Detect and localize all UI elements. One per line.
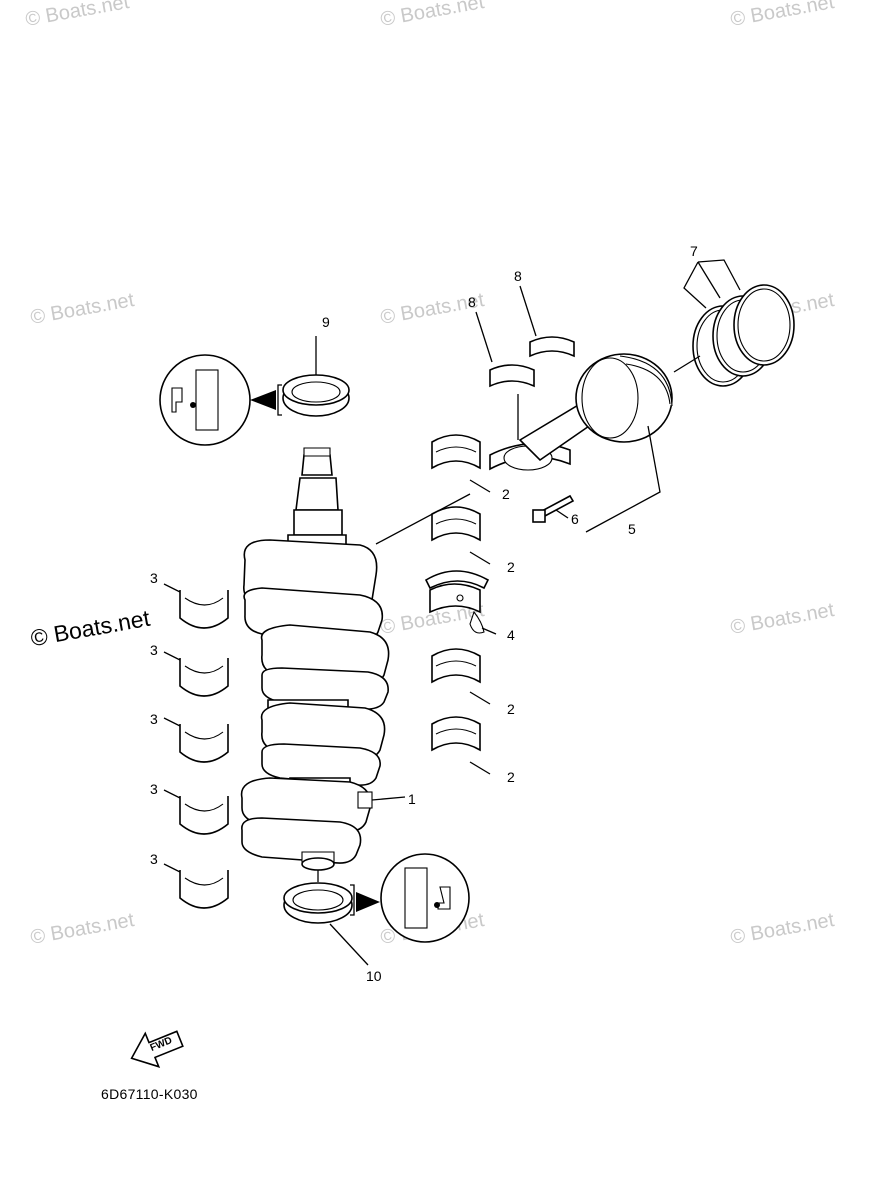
callout-main-bearing-upper: 2 bbox=[502, 486, 510, 502]
callout-piston-rings: 7 bbox=[690, 243, 698, 259]
callout-main-bearing-lower: 3 bbox=[150, 851, 158, 867]
callout-main-bearing-lower: 3 bbox=[150, 781, 158, 797]
rod-bolt bbox=[532, 494, 575, 523]
oil-seal-bottom bbox=[283, 870, 369, 966]
piston-rings bbox=[673, 259, 795, 387]
callout-crankshaft: 1 bbox=[408, 791, 416, 807]
fwd-arrow-icon bbox=[130, 1030, 184, 1068]
connecting-rod-assy bbox=[489, 353, 673, 533]
callout-oil-seal-bottom: 10 bbox=[366, 968, 382, 984]
oil-seal-top bbox=[282, 336, 350, 417]
callout-main-bearing-upper: 2 bbox=[507, 701, 515, 717]
crankshaft bbox=[240, 447, 406, 871]
callout-main-bearing-upper: 2 bbox=[507, 769, 515, 785]
main-bearing-upper-set bbox=[375, 434, 491, 775]
rod-bearing-set bbox=[475, 285, 575, 440]
main-bearing-lower-set bbox=[163, 583, 229, 909]
callout-main-bearing-lower: 3 bbox=[150, 711, 158, 727]
callout-rod-bolt: 6 bbox=[571, 511, 579, 527]
drawing-code: 6D67110-K030 bbox=[101, 1086, 198, 1102]
thrust-bearing bbox=[424, 570, 497, 635]
callout-rod-bearing: 8 bbox=[468, 294, 476, 310]
callout-connecting-rod: 5 bbox=[628, 521, 636, 537]
callout-rod-bearing: 8 bbox=[514, 268, 522, 284]
callout-main-bearing-lower: 3 bbox=[150, 570, 158, 586]
oil-seal-top-detail bbox=[159, 354, 282, 446]
callout-thrust-bearing: 4 bbox=[507, 627, 515, 643]
callout-oil-seal-top: 9 bbox=[322, 314, 330, 330]
callout-main-bearing-upper: 2 bbox=[507, 559, 515, 575]
callout-main-bearing-lower: 3 bbox=[150, 642, 158, 658]
oil-seal-bottom-detail bbox=[350, 853, 470, 943]
